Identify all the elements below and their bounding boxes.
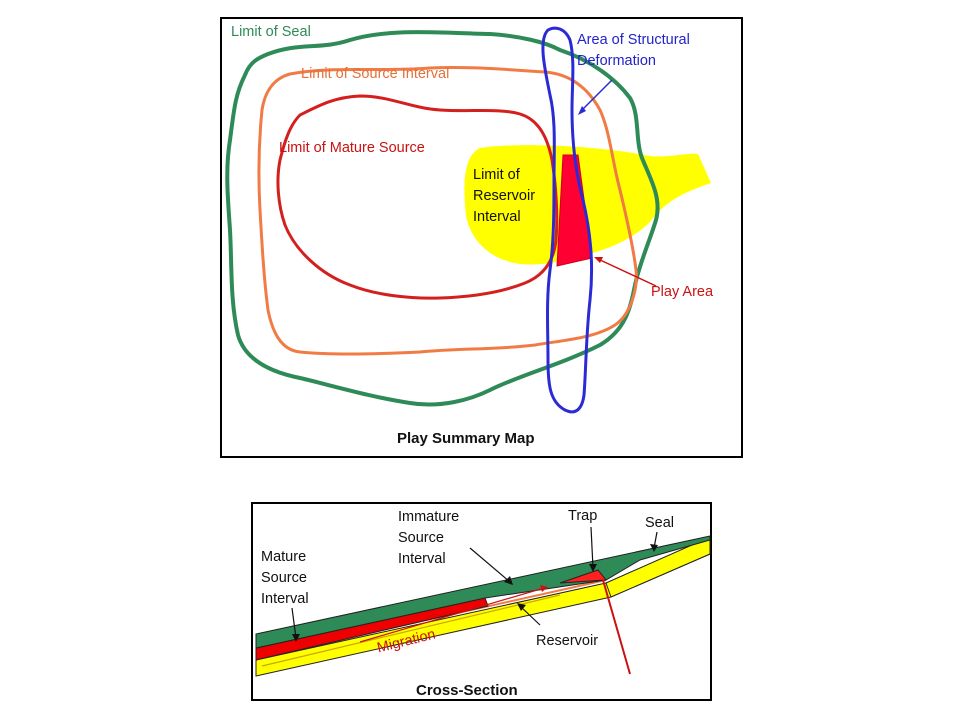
reservoir-footwall xyxy=(605,536,711,598)
structural-arrow xyxy=(579,79,613,113)
fault-line xyxy=(602,579,631,675)
seal-limit-label: Limit of Seal xyxy=(231,24,311,40)
migration-path xyxy=(261,594,561,667)
structural-deformation-label: Area of Structural Deformation xyxy=(577,32,690,69)
reservoir-arrowhead xyxy=(517,603,526,611)
mature-source-arrowhead xyxy=(292,634,300,642)
seal-label: Seal xyxy=(645,515,675,531)
reservoir-limit-label: Limit of Reservoir Interval xyxy=(473,167,536,225)
play-area-arrow xyxy=(597,258,657,287)
mature-source-label: Mature Source Interval xyxy=(261,549,309,607)
mature-source-arrow xyxy=(291,607,297,639)
migration-arrowhead xyxy=(540,585,548,592)
cross-section-title: Cross-Section xyxy=(416,682,518,699)
immature-source-arrowhead xyxy=(504,576,513,585)
mature-source-limit-line xyxy=(276,94,559,300)
immature-source-arrow xyxy=(469,547,511,583)
trap-wedge xyxy=(559,569,607,584)
reservoir-label: Reservoir xyxy=(536,633,599,649)
mature-source-limit-label: Limit of Mature Source xyxy=(279,140,425,156)
play-area-label: Play Area xyxy=(651,284,714,300)
seal-arrowhead xyxy=(650,544,658,552)
map-title: Play Summary Map xyxy=(397,430,535,447)
seal-limit-line xyxy=(225,30,660,407)
trap-arrow xyxy=(590,526,594,569)
structural-deformation-line xyxy=(541,26,594,414)
trap-arrowhead xyxy=(589,564,597,572)
migration-arrow xyxy=(359,587,545,643)
reservoir-arrow xyxy=(519,605,541,626)
play-area-arrowhead xyxy=(594,257,603,263)
immature-source-label: Immature Source Interval xyxy=(398,509,460,567)
trap-label: Trap xyxy=(568,508,598,524)
structural-arrowhead xyxy=(578,106,586,115)
source-interval-limit-label: Limit of Source Interval xyxy=(301,66,450,82)
